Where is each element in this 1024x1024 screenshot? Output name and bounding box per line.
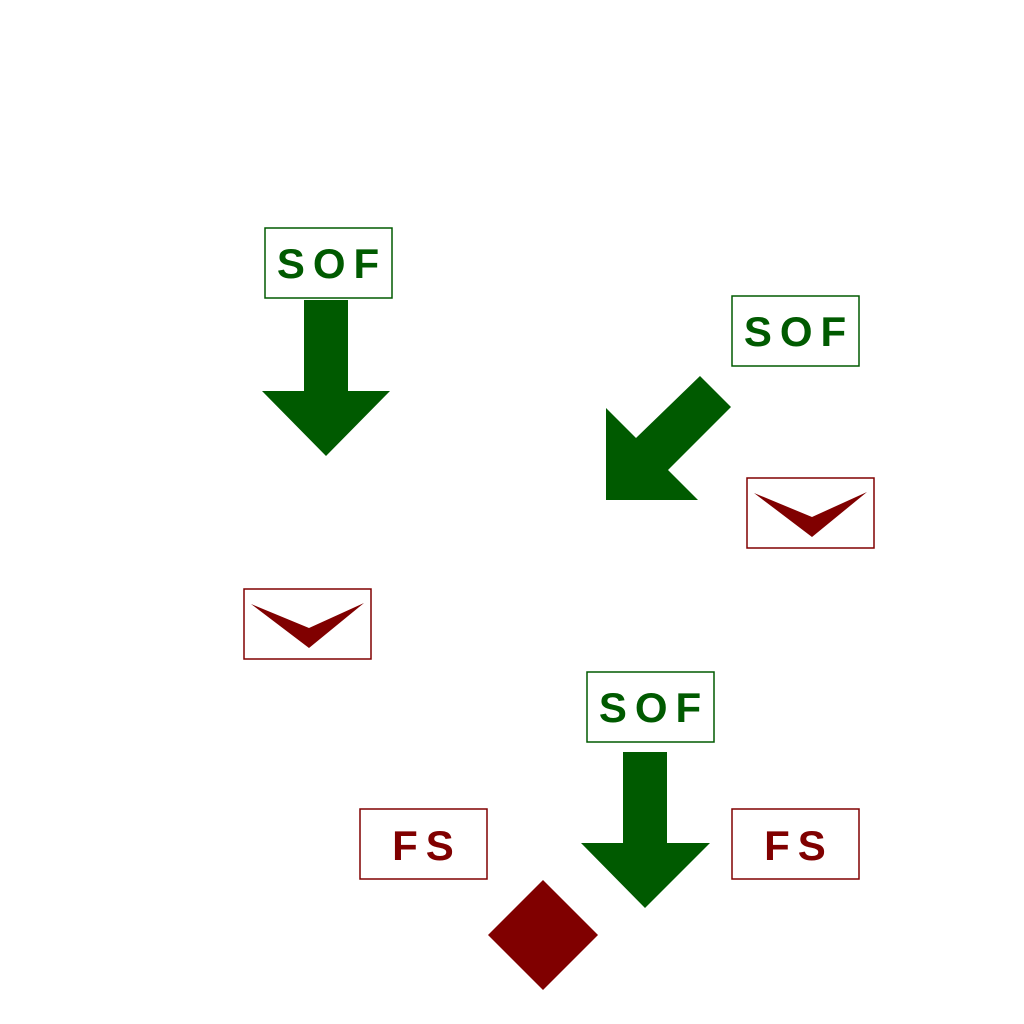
chevron-icon (754, 492, 867, 537)
sof-label-2: SOF (744, 308, 854, 355)
sof-label-3: SOF (599, 684, 709, 731)
down-arrow-icon (581, 752, 710, 908)
chevron-icon (251, 603, 364, 648)
sof-box-3: SOF (586, 671, 715, 743)
sof-label-1: SOF (277, 240, 387, 287)
chevron-box-2 (243, 588, 372, 660)
diamond-icon (488, 880, 598, 990)
fs-label-2: FS (764, 822, 834, 869)
fs-label-1: FS (392, 822, 462, 869)
fs-box-2: FS (731, 808, 860, 880)
sof-box-1: SOF (264, 227, 393, 299)
diagonal-arrow-icon (606, 376, 731, 500)
fs-box-1: FS (359, 808, 488, 880)
sof-box-2: SOF (731, 295, 860, 367)
down-arrow-icon (262, 300, 390, 456)
chevron-box-1 (746, 477, 875, 549)
